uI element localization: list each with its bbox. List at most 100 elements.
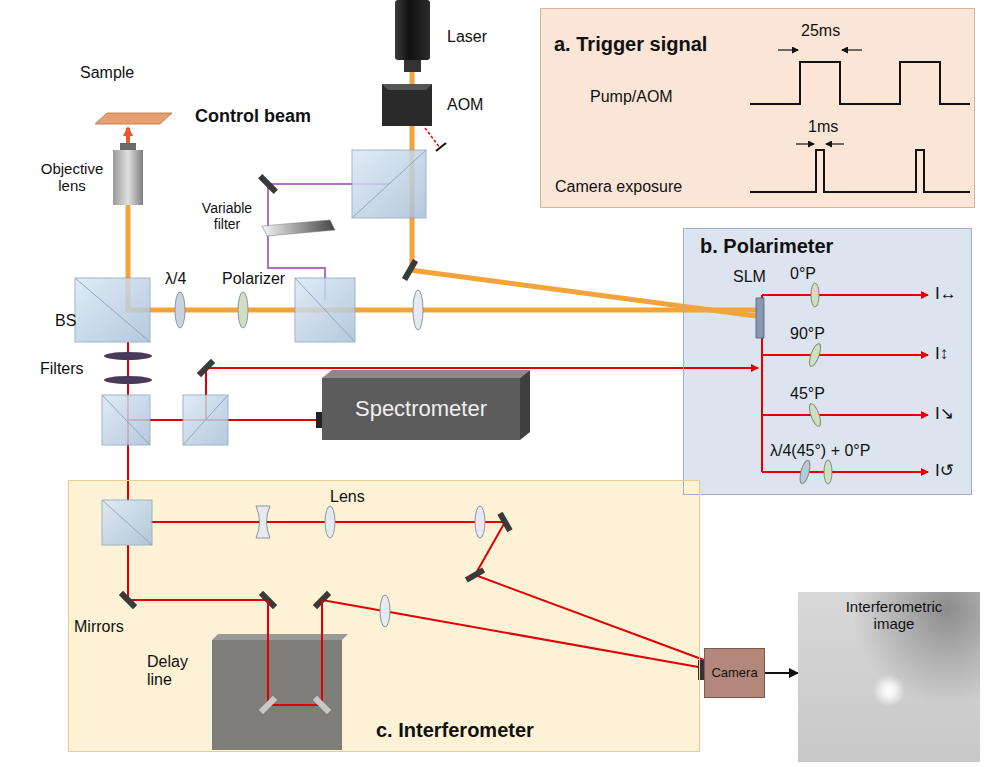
- polarimeter-branches-part: [762, 414, 928, 416]
- trigger-waveforms-part: [778, 49, 798, 50]
- node-text: a. Trigger signal: [554, 33, 707, 56]
- node-text: Spectrometer: [355, 396, 487, 421]
- intensity-label: I↺: [935, 461, 954, 481]
- polarizer-plates-part: [807, 402, 823, 427]
- intensity-label: I↕: [935, 344, 948, 364]
- delay-line-stage: Delay line: [147, 641, 349, 751]
- signal-name: Pump/AOM: [590, 88, 673, 106]
- panel-grounds-part: [683, 228, 972, 495]
- aom-crystal-part: [425, 128, 440, 148]
- part-label: AOM: [447, 96, 483, 114]
- trigger-waveforms: [750, 50, 970, 192]
- polarimeter-branches-part: [762, 294, 928, 296]
- node-text: Interferometric image: [834, 598, 954, 633]
- part-label: Polarizer: [222, 270, 285, 288]
- red-signal-beam-part: [322, 600, 704, 668]
- objective-and-sample: [95, 113, 172, 205]
- camera-box: Camera: [704, 648, 765, 698]
- spectrometer-box: Spectrometer: [322, 378, 520, 440]
- objective-and-sample-part: [95, 113, 172, 124]
- part-label: Lens: [330, 488, 365, 506]
- trigger-waveforms-part: [826, 143, 844, 144]
- part-label: SLM: [733, 268, 766, 286]
- beam-splitter-cubes-part: [75, 278, 150, 342]
- beam-splitter-cubes: [75, 150, 426, 545]
- beam-splitter-cubes-part: [295, 278, 355, 342]
- red-signal-beam-part: [150, 522, 704, 660]
- part-label: Mirrors: [74, 618, 124, 636]
- lenses-and-plates-part: [325, 506, 335, 538]
- timing-label: 25ms: [801, 22, 840, 40]
- beam-splitter-cubes-part: [295, 278, 355, 342]
- mirrors-part: [497, 512, 512, 532]
- aom-crystal-part: [382, 84, 432, 90]
- trigger-waveforms-part: [750, 150, 970, 192]
- delay-line-stage-part: [212, 634, 348, 640]
- beam-splitter-cubes-part: [183, 395, 228, 445]
- polarizer-label: 45°P: [790, 385, 825, 403]
- beam-splitter-cubes-part: [102, 395, 150, 445]
- part-label: Filters: [40, 360, 84, 378]
- spectrometer-port-part: [520, 370, 530, 440]
- intensity-label: I↘: [935, 404, 954, 424]
- delay-line-stage-part: [313, 696, 331, 714]
- filters-part: [104, 352, 152, 360]
- delay-line-stage-part: [268, 600, 322, 705]
- filters-part: [104, 376, 152, 384]
- polarizer-plates-part: [811, 283, 819, 307]
- part-label: λ/4: [165, 270, 186, 288]
- delay-line-stage: [212, 600, 348, 750]
- trigger-waveforms-part: [796, 143, 814, 144]
- interferometer-panel: c. Interferometer Delay line: [68, 480, 700, 752]
- orange-beam: [128, 72, 756, 316]
- trigger-waveforms-part: [750, 62, 970, 104]
- polarizer-label: 90°P: [790, 325, 825, 343]
- lenses-and-plates-part: [475, 506, 485, 538]
- polarizer-plates-part: [807, 342, 823, 367]
- beam-splitter-cubes-part: [102, 500, 152, 545]
- connector-arrow: [765, 672, 798, 674]
- aom-crystal-part: [436, 143, 446, 151]
- laser-body-part: [395, 0, 430, 60]
- lenses-and-plates: [175, 290, 485, 627]
- mirrors-part: [258, 174, 278, 194]
- objective-and-sample-part: [113, 150, 143, 205]
- delay-line-stage-part: [259, 696, 277, 714]
- signal-name: Camera exposure: [555, 178, 682, 196]
- slm-panel: [756, 298, 764, 338]
- mirrors-part: [465, 567, 485, 582]
- node-text: Delay line: [147, 653, 209, 690]
- node-text: Camera: [711, 666, 757, 681]
- aom-crystal-part: [382, 84, 432, 126]
- panel-grounds-part: [68, 480, 700, 752]
- polarimeter-branches: [762, 295, 928, 472]
- beam-splitter-cubes-part: [352, 150, 426, 218]
- beam-splitter-cubes-part: [102, 395, 150, 445]
- lenses-and-plates-part: [256, 506, 270, 538]
- part-label: Variable filter: [194, 200, 260, 232]
- beam-splitter-cubes-part: [75, 278, 150, 342]
- aom-crystal: [382, 84, 446, 151]
- node-text: c. Interferometer: [376, 719, 534, 742]
- laser-body: [395, 0, 430, 72]
- polarimeter-branches-part: [762, 354, 928, 356]
- beam-splitter-cubes-part: [183, 395, 228, 445]
- trigger-waveforms-part: [842, 49, 862, 50]
- node-text: b. Polarimeter: [700, 235, 833, 258]
- lenses-and-plates-part: [380, 595, 390, 627]
- laser-body-part: [404, 60, 421, 72]
- spectrometer-port-part: [322, 370, 530, 378]
- spectrometer-port: [316, 370, 530, 440]
- lenses-and-plates-part: [413, 290, 423, 330]
- filters: [104, 352, 152, 384]
- part-label: Objective lens: [34, 160, 110, 195]
- timing-label: 1ms: [808, 118, 838, 136]
- polarizer-label: λ/4(45°) + 0°P: [770, 442, 870, 460]
- part-label: BS: [55, 312, 76, 330]
- beam-splitter-cubes-part: [102, 500, 152, 545]
- panel-grounds-part: [540, 8, 975, 208]
- polarizer-plates-part: [824, 460, 832, 484]
- lenses-and-plates-part: [238, 292, 248, 328]
- variable-filter-slab-part: [262, 220, 335, 236]
